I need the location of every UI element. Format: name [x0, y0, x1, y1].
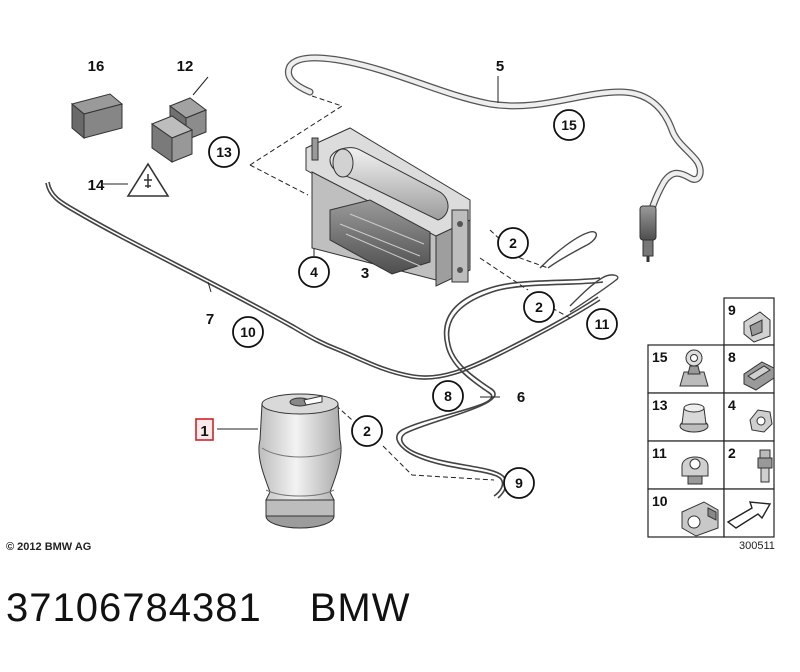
- legend-num-11: 11: [652, 445, 667, 461]
- pipe-5-line: [285, 54, 704, 230]
- esd-warning-icon: [126, 162, 170, 197]
- callout-2-bottom: 2: [363, 423, 371, 439]
- nut-4-icon: [749, 409, 773, 433]
- clip-15-icon: [679, 349, 709, 387]
- pipe-6-line: [396, 277, 604, 499]
- callout-3: 3: [361, 265, 369, 282]
- circle-callout-13: 13: [208, 136, 240, 168]
- small-parts-legend: 9 15 8 13 4: [647, 297, 775, 538]
- circle-callout-8: 8: [432, 380, 464, 412]
- air-spring-icon: [258, 393, 342, 529]
- circle-callout-9: 9: [503, 467, 535, 499]
- circle-callout-10: 10: [232, 316, 264, 348]
- legend-num-4: 4: [728, 397, 736, 413]
- callout-5: 5: [496, 58, 504, 75]
- collar-nut-13-icon: [679, 403, 709, 433]
- callout-13: 13: [216, 144, 232, 160]
- circle-callout-2-middle: 2: [523, 291, 555, 323]
- callout-10: 10: [240, 324, 256, 340]
- brand-name: BMW: [309, 586, 411, 630]
- relay-12-icon: [150, 97, 208, 163]
- pipe-clip-11-icon: [681, 456, 709, 485]
- callout-8: 8: [444, 388, 452, 404]
- callout-1-highlight[interactable]: 1: [195, 418, 214, 441]
- compressor-unit-icon: [305, 127, 471, 287]
- legend-num-10: 10: [652, 493, 668, 509]
- clip-9-icon: [743, 311, 771, 343]
- callout-4: 4: [310, 264, 318, 280]
- callout-15: 15: [561, 117, 577, 133]
- callout-1: 1: [200, 423, 208, 440]
- circle-callout-4: 4: [298, 256, 330, 288]
- callout-7: 7: [206, 311, 214, 328]
- connector-8-icon: [743, 361, 775, 391]
- circle-callout-11: 11: [586, 308, 618, 340]
- circle-callout-2-bottom: 2: [351, 415, 383, 447]
- relay-16-icon: [70, 93, 124, 140]
- legend-num-2: 2: [728, 445, 736, 461]
- diagram-reference-code: 300511: [739, 540, 775, 552]
- callout-2-middle: 2: [535, 299, 543, 315]
- legend-num-13: 13: [652, 397, 668, 413]
- pipe-loops-right: [539, 231, 619, 313]
- pipe-5-connector: [639, 205, 657, 262]
- pipe-7-line: [45, 181, 601, 380]
- holder-10-icon: [681, 501, 719, 537]
- callout-6: 6: [517, 389, 525, 406]
- part-number-line: 37106784381 BMW: [6, 586, 410, 631]
- legend-num-15: 15: [652, 349, 668, 365]
- callout-14: 14: [88, 177, 105, 194]
- legend-num-8: 8: [728, 349, 736, 365]
- legend-num-9: 9: [728, 302, 736, 318]
- fitting-2-icon: [757, 449, 773, 483]
- circle-callout-15: 15: [553, 109, 585, 141]
- callout-16: 16: [88, 58, 105, 75]
- callout-2-top: 2: [509, 235, 517, 251]
- circle-callout-2-top: 2: [497, 227, 529, 259]
- copyright-notice: © 2012 BMW AG: [6, 541, 92, 553]
- callout-12: 12: [177, 58, 194, 75]
- direction-arrow-icon: [726, 501, 772, 529]
- callout-11: 11: [595, 316, 610, 332]
- callout-9: 9: [515, 475, 523, 491]
- part-number: 37106784381: [6, 586, 262, 630]
